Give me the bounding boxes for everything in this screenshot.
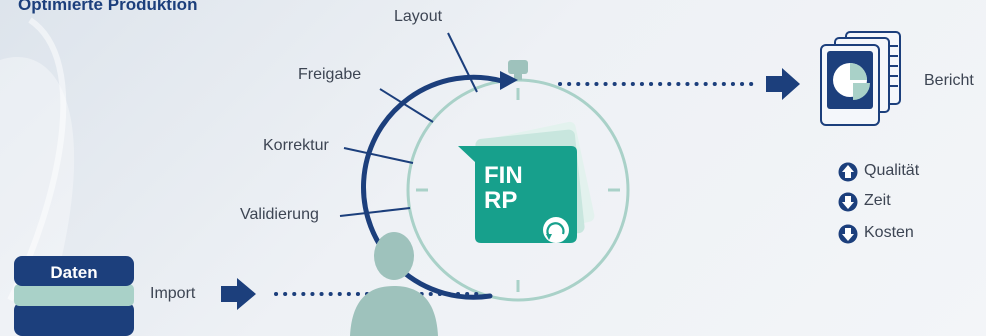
outcome-label-quality: Qualität <box>864 162 920 179</box>
report-document-icon <box>820 31 901 126</box>
import-arrow-icon <box>221 278 256 310</box>
bericht-arrow-icon <box>766 68 800 100</box>
refresh-icon <box>543 217 569 243</box>
database-icon <box>14 256 134 336</box>
arrow-down-circle-icon <box>838 224 858 244</box>
validierung-leader <box>339 207 411 217</box>
arrow-down-circle-icon <box>838 192 858 212</box>
layout-leader <box>447 32 478 93</box>
stage-label-layout: Layout <box>394 8 443 25</box>
outcome-label-cost: Kosten <box>864 224 914 241</box>
app-label-line1: FIN <box>484 162 523 189</box>
finrp-app-card <box>458 146 577 243</box>
freigabe-leader <box>379 88 434 123</box>
app-label-line2: RP <box>484 187 517 214</box>
stopwatch-crown <box>508 60 528 74</box>
stage-label-freigabe: Freigabe <box>298 66 362 83</box>
stage-label-korrektur: Korrektur <box>263 137 329 154</box>
korrektur-leader <box>343 147 414 164</box>
stage-label-import: Import <box>150 285 196 302</box>
page-title: Optimierte Produktion <box>18 0 198 14</box>
progress-arrowhead <box>500 71 518 90</box>
user-icon <box>350 232 438 336</box>
progress-arc <box>361 74 505 300</box>
report-label: Bericht <box>924 72 974 89</box>
database-label: Daten <box>50 263 97 282</box>
outcome-label-time: Zeit <box>864 192 891 209</box>
stage-label-validierung: Validierung <box>240 206 319 223</box>
arrow-up-circle-icon <box>838 162 858 182</box>
stopwatch-stem <box>514 72 522 80</box>
